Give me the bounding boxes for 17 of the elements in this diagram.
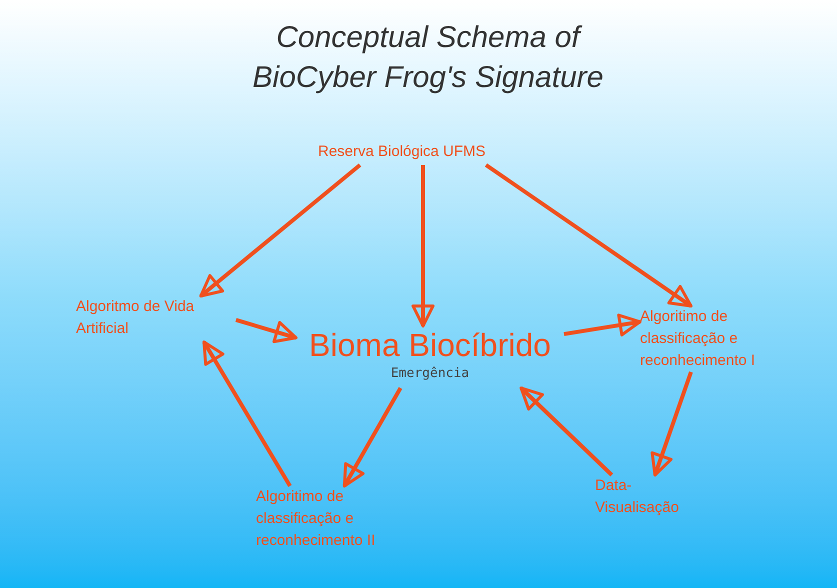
node-label: Reserva Biológica UFMS [318, 142, 486, 162]
arrow [235, 318, 298, 344]
arrow [199, 163, 362, 298]
node-label: Data-Visualisação [595, 476, 680, 518]
arrow [520, 386, 614, 476]
node-title: Bioma Biocíbrido [309, 326, 551, 364]
node-label: Algoritmo de Vida Artificial [76, 297, 196, 339]
arrow [484, 163, 692, 308]
arrow [650, 371, 693, 476]
arrow [342, 387, 402, 488]
arrow [202, 340, 292, 488]
node-label: Algoritimo de classificação e reconhecimento I [640, 307, 756, 371]
arrow [564, 314, 642, 336]
node-label: Algoritimo de classificação e reconhecimento II [256, 487, 376, 551]
node-subtitle: Emergência [390, 365, 470, 383]
diagram-title: Conceptual Schema of BioCyber Frog's Signature [252, 20, 604, 96]
arrow [412, 165, 435, 328]
